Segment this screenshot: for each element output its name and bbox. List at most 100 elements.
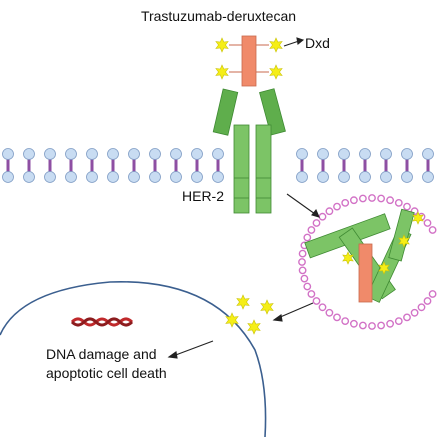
endosome-membrane: [298, 194, 437, 330]
endosome-dot: [423, 219, 432, 227]
receptor-label: HER-2: [182, 188, 225, 204]
lipid-head: [296, 148, 308, 160]
endosome-dot: [298, 249, 307, 258]
payload-star-icon: [342, 251, 354, 265]
lipid-head: [149, 148, 161, 160]
lipid-head: [107, 148, 119, 160]
endosome-dot: [428, 226, 437, 234]
dna-outcome-label: DNA damage and apoptotic cell death: [46, 346, 167, 381]
lipid-head: [107, 171, 119, 183]
arrows: [167, 37, 320, 359]
lipid-head: [401, 148, 413, 160]
payload-star-icon: [236, 294, 250, 310]
arrow-to-dna: [172, 340, 214, 357]
lipid-head: [86, 171, 98, 183]
lipid-head: [149, 171, 161, 183]
endosome-dot: [417, 303, 426, 312]
lipid-head: [401, 171, 413, 183]
payload-label: Dxd: [305, 35, 330, 51]
lipid-head: [380, 171, 392, 183]
lipid-head: [212, 148, 224, 160]
released-payload-stars: [225, 294, 274, 335]
payload-star-icon: [215, 37, 229, 53]
payload-star-icon: [260, 299, 274, 315]
lipid-head: [170, 171, 182, 183]
endosome-dot: [386, 319, 394, 328]
lipid-head: [44, 171, 56, 183]
endosome-dot: [318, 303, 327, 312]
payload-star-icon: [269, 64, 283, 80]
lipid-head: [86, 148, 98, 160]
endosome-dot: [377, 321, 385, 330]
endosome-dot: [341, 317, 350, 325]
payload-star-icon: [225, 312, 239, 328]
endosome-dot: [325, 308, 334, 317]
endosome-dot: [312, 297, 321, 305]
endosome-dot: [368, 194, 376, 202]
antibody-drug-conjugate: [212, 35, 286, 136]
fab-arm-left: [212, 88, 239, 136]
endosome-dot: [333, 202, 341, 211]
endosome-dot: [333, 313, 341, 322]
endosome-dot: [303, 233, 312, 242]
endosome-dot: [318, 212, 327, 221]
lipid-head: [128, 171, 140, 183]
payload-star-icon: [247, 319, 261, 335]
lipid-head: [359, 148, 371, 160]
lipid-head: [338, 148, 350, 160]
endosome-dot: [307, 290, 316, 298]
lipid-head: [2, 171, 14, 183]
cell-membrane: [2, 148, 434, 183]
endosome-dot: [377, 194, 385, 203]
endosome-dot: [403, 202, 411, 211]
lipid-head: [128, 148, 140, 160]
lipid-head: [296, 171, 308, 183]
lipid-head: [23, 148, 35, 160]
payload-stars: [215, 37, 283, 80]
lipid-head: [212, 171, 224, 183]
endosome-dot: [303, 282, 312, 291]
endosome-dot: [394, 317, 403, 325]
linker-bar: [241, 35, 257, 87]
endosome-dot: [349, 319, 358, 328]
endosome-dot: [358, 194, 367, 203]
nucleus-envelope: [0, 281, 267, 438]
endosome-dot: [403, 313, 411, 322]
lipid-head: [191, 148, 203, 160]
arrow-to-dxd: [283, 40, 300, 47]
released-linker: [358, 243, 373, 303]
payload-stars-in-endosome: [342, 211, 424, 275]
endosome-dot: [298, 258, 306, 266]
drug-name-label: Trastuzumab-deruxtecan: [140, 8, 297, 24]
lipid-head: [2, 148, 14, 160]
payload-star-icon: [215, 64, 229, 80]
endosome-dot: [358, 321, 367, 330]
endosome-dot: [325, 207, 334, 216]
endosome-dot: [298, 266, 307, 275]
endosome-dot: [341, 198, 350, 207]
lipid-head: [380, 148, 392, 160]
endosome: [298, 194, 437, 330]
lipid-head: [170, 148, 182, 160]
her2-receptor: [233, 124, 272, 214]
lipid-head: [422, 148, 434, 160]
arrow-to-endosome: [286, 193, 316, 215]
endosome-dot: [368, 322, 376, 330]
lipid-head: [338, 171, 350, 183]
payload-star-icon: [269, 37, 283, 53]
endosome-dot: [312, 219, 321, 227]
payload-star-icon: [378, 261, 390, 275]
endosome-dot: [307, 226, 316, 234]
endosome-dot: [349, 196, 358, 205]
endosome-dot: [428, 290, 437, 298]
endosome-dot: [410, 308, 419, 317]
payload-star-icon: [412, 211, 424, 225]
endosome-dot: [386, 196, 394, 205]
lipid-head: [422, 171, 434, 183]
lipid-head: [65, 148, 77, 160]
endosome-dot: [423, 297, 432, 305]
lipid-head: [65, 171, 77, 183]
lipid-head: [359, 171, 371, 183]
